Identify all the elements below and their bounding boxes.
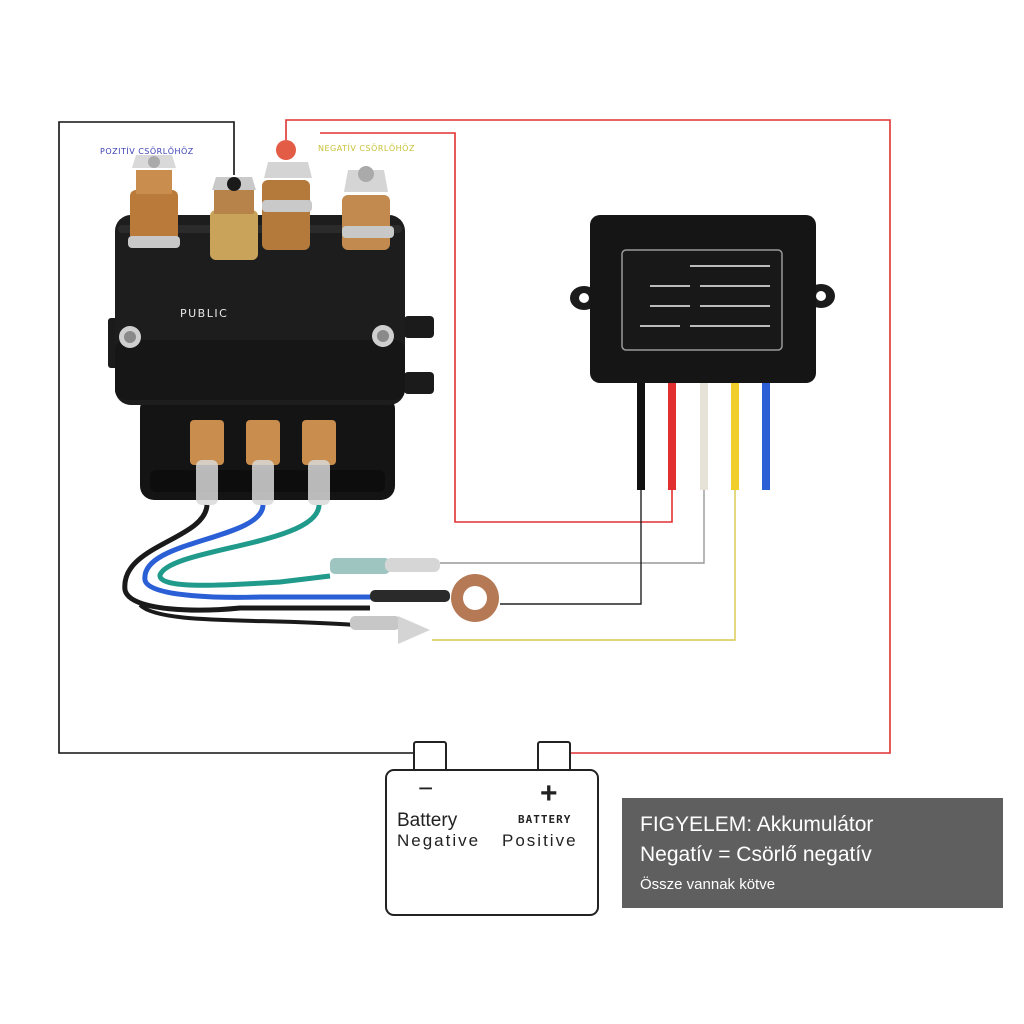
bottom-lugs [190, 420, 336, 505]
ring-terminal [370, 574, 499, 622]
public-label: PUBLIC [180, 307, 228, 320]
battery-negative-label-1: Battery [397, 810, 458, 831]
battery-positive-label-2: Positive [502, 831, 578, 850]
spade-terminal [330, 558, 440, 574]
battery-positive-label-1: BATTERY [518, 813, 571, 826]
black-receiver-wire [500, 490, 642, 605]
post-3 [262, 140, 312, 250]
red-battery-positive-wire [285, 119, 891, 754]
positive-winch-label: POZITÍV CSÖRLŐHÖZ [100, 145, 194, 156]
negative-winch-label: NEGATÍV CSÖRLŐHÖZ [318, 142, 415, 153]
yellow-receiver-wire [432, 490, 736, 641]
battery-negative-label-2: Negative [397, 831, 480, 850]
battery-icon: − + Battery BATTERY Negative Positive [385, 741, 599, 916]
minus-sign: − [418, 773, 433, 803]
plus-sign: + [540, 777, 558, 810]
black-battery-negative-wire [58, 121, 418, 754]
winch-solenoid-icon [108, 140, 499, 644]
warning-line-1: FIGYELEM: Akkumulátor [640, 813, 874, 836]
warning-box: FIGYELEM: Akkumulátor Negatív = Csörlő n… [622, 798, 1003, 908]
warning-line-3: Össze vannak kötve [640, 876, 776, 893]
warning-line-2: Negatív = Csörlő negatív [640, 843, 872, 866]
post-1 [128, 155, 180, 248]
red-receiver-wire [320, 132, 673, 523]
wireless-receiver-icon [570, 215, 835, 490]
post-2 [210, 177, 258, 260]
post-4 [342, 166, 394, 250]
bullet-terminal [350, 616, 430, 644]
white-receiver-wire [440, 490, 705, 564]
